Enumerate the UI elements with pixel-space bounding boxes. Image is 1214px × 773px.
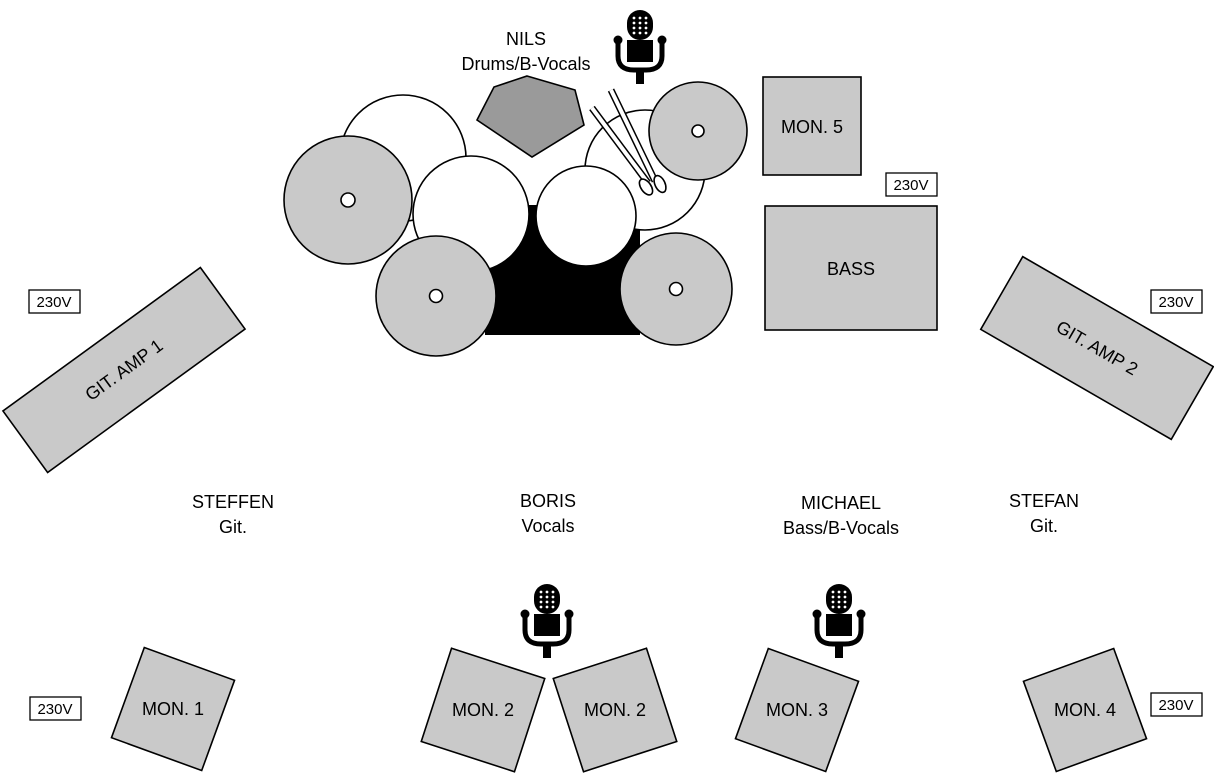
performer-stefan: STEFAN Git. xyxy=(1009,491,1079,536)
performer-steffen: STEFFEN Git. xyxy=(192,492,274,537)
monitor-label: MON. 3 xyxy=(766,700,828,720)
performer-name: NILS xyxy=(506,29,546,49)
guitar-amp-1: GIT. AMP 1 xyxy=(1,266,247,474)
cymbal-top-right-bell xyxy=(691,124,705,138)
power-outlet-amp-2: 230V xyxy=(1150,289,1203,314)
amp-label: BASS xyxy=(827,259,875,279)
performer-boris: BORIS Vocals xyxy=(520,491,576,536)
monitor-4: MON. 4 xyxy=(1022,647,1148,773)
drum-throne xyxy=(475,75,585,158)
power-outlet-monitor-1: 230V xyxy=(29,696,82,721)
bass-amp: BASS xyxy=(764,205,938,331)
cymbal-bottom-left-bell xyxy=(428,288,444,304)
performer-role: Git. xyxy=(1030,516,1058,536)
power-outlet-amp-1: 230V xyxy=(28,289,81,314)
monitor-2-left: MON. 2 xyxy=(420,647,546,773)
performer-name: STEFFEN xyxy=(192,492,274,512)
monitor-3: MON. 3 xyxy=(734,647,860,773)
performer-role: Bass/B-Vocals xyxy=(783,518,899,538)
guitar-amp-2: GIT. AMP 2 xyxy=(979,255,1214,441)
performer-michael: MICHAEL Bass/B-Vocals xyxy=(783,493,899,538)
monitor-label: MON. 4 xyxy=(1054,700,1116,720)
performer-role: Vocals xyxy=(521,516,574,536)
drum-kit xyxy=(283,75,748,357)
drumsticks-icon xyxy=(589,88,667,196)
performer-name: BORIS xyxy=(520,491,576,511)
performer-nils: NILS Drums/B-Vocals xyxy=(461,29,590,74)
microphone-icon xyxy=(521,584,574,658)
performer-name: STEFAN xyxy=(1009,491,1079,511)
power-label: 230V xyxy=(893,177,928,194)
power-label: 230V xyxy=(1158,294,1193,311)
microphone-icon xyxy=(813,584,866,658)
performer-role: Git. xyxy=(219,517,247,537)
performer-role: Drums/B-Vocals xyxy=(461,54,590,74)
monitor-2-right: MON. 2 xyxy=(552,647,678,773)
power-label: 230V xyxy=(37,701,72,718)
power-outlet-monitor-4: 230V xyxy=(1150,692,1203,717)
performer-name: MICHAEL xyxy=(801,493,881,513)
tom-right xyxy=(535,165,637,267)
monitor-1: MON. 1 xyxy=(110,646,236,772)
power-outlet-bass: 230V xyxy=(885,172,938,197)
power-label: 230V xyxy=(1158,697,1193,714)
monitor-label: MON. 2 xyxy=(584,700,646,720)
cymbal-bottom-right-bell xyxy=(668,281,684,297)
microphone-icon xyxy=(614,10,667,84)
monitor-5: MON. 5 xyxy=(762,76,862,176)
monitor-label: MON. 5 xyxy=(781,117,843,137)
cymbal-left-bell xyxy=(340,192,356,208)
monitor-label: MON. 1 xyxy=(142,699,204,719)
monitor-label: MON. 2 xyxy=(452,700,514,720)
power-label: 230V xyxy=(36,294,71,311)
